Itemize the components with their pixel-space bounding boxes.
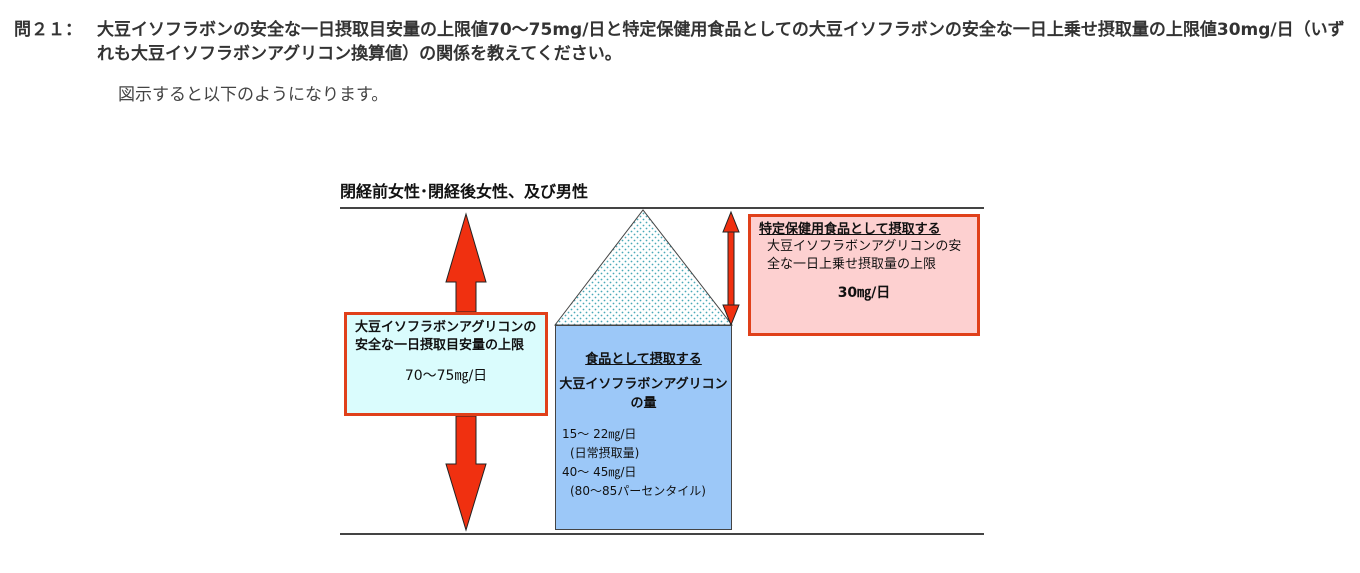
daily-intake-value: 15～ 22㎎/日 (562, 427, 637, 441)
foshu-additional-intake-box: 特定保健用食品として摂取する 大豆イソフラボンアグリコンの安全な一日上乗せ摂取量… (748, 214, 980, 336)
food-intake-subheading: 大豆イソフラボンアグリコンの量 (559, 377, 728, 411)
foshu-description: 大豆イソフラボンアグリコンの安全な一日上乗せ摂取量の上限 (767, 239, 962, 272)
left-down-arrow (445, 415, 487, 532)
additional-intake-triangle (553, 209, 734, 326)
foshu-heading: 特定保健用食品として摂取する (759, 222, 941, 237)
question-heading: 問２１： 大豆イソフラボンの安全な一日摂取目安量の上限値70～75mg/日と特定… (14, 18, 1354, 66)
foshu-amount: 30㎎/日 (837, 285, 891, 301)
right-double-arrow-top-head (722, 210, 740, 233)
diagram-title: 閉経前女性･閉経後女性、及び男性 (340, 182, 589, 201)
safe-intake-limit-box: 大豆イソフラボンアグリコンの安全な一日摂取目安量の上限 70～75㎎/日 (344, 312, 548, 416)
food-intake-heading: 食品として摂取する (585, 352, 702, 367)
percentile-intake-note: (80～85パーセンタイル) (570, 484, 706, 498)
question-text: 大豆イソフラボンの安全な一日摂取目安量の上限値70～75mg/日と特定保健用食品… (97, 20, 1345, 64)
percentile-intake-value: 40～ 45㎎/日 (562, 465, 637, 479)
right-double-arrow-bottom-head (722, 304, 740, 327)
relationship-diagram: 閉経前女性･閉経後女性、及び男性 大豆イソフラボンアグリコンの安全な一日摂取目安… (330, 170, 990, 550)
diagram-graphics (340, 207, 984, 535)
safe-intake-limit-amount: 70～75㎎/日 (404, 368, 488, 384)
food-intake-values: 15～ 22㎎/日 (日常摂取量) 40～ 45㎎/日 (80～85パーセンタイ… (556, 425, 731, 501)
food-intake-box: 食品として摂取する 大豆イソフラボンアグリコンの量 15～ 22㎎/日 (日常摂… (555, 325, 732, 530)
answer-intro: 図示すると以下のようになります。 (118, 85, 389, 105)
question-label: 問２１： (14, 20, 82, 40)
safe-intake-limit-description: 大豆イソフラボンアグリコンの安全な一日摂取目安量の上限 (355, 320, 537, 353)
daily-intake-note: (日常摂取量) (570, 446, 640, 460)
left-up-arrow (445, 212, 487, 313)
